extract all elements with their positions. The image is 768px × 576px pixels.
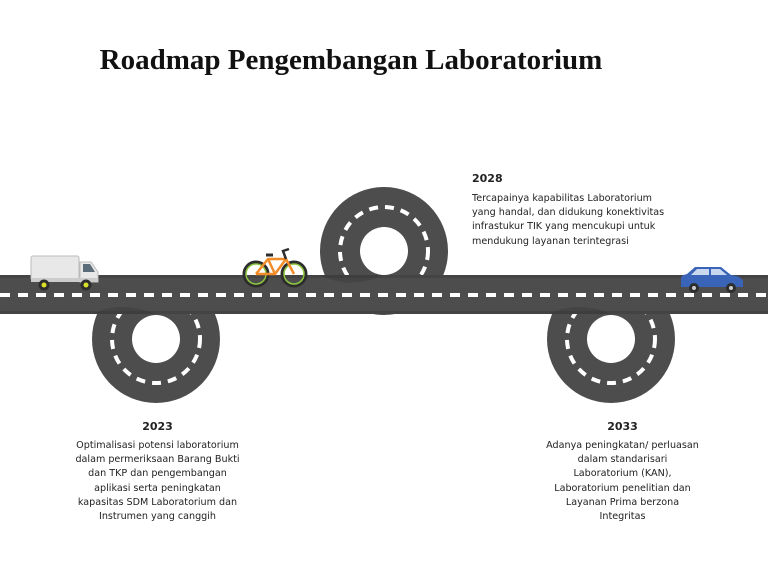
milestone-2028: 2028 Tercapainya kapabilitas Laboratoriu… (472, 172, 672, 249)
road-merge-shadows (92, 275, 611, 314)
milestone-description: Optimalisasi potensi laboratorium dalam … (75, 440, 240, 523)
milestone-year: 2023 (142, 420, 173, 433)
truck-icon (30, 255, 99, 291)
bicycle-icon (242, 247, 308, 288)
milestone-2033: 2033 Adanya peningkatan/ perluasan dalam… (545, 420, 700, 524)
road-main (0, 275, 768, 314)
milestone-description: Adanya peningkatan/ perluasan dalam stan… (546, 440, 699, 523)
milestone-year: 2033 (607, 420, 638, 433)
page-title: Roadmap Pengembangan Laboratorium (99, 44, 603, 76)
car-icon (681, 267, 743, 293)
milestone-description: Tercapainya kapabilitas Laboratorium yan… (472, 193, 665, 247)
milestone-2023: 2023 Optimalisasi potensi laboratorium d… (75, 420, 240, 524)
milestone-year: 2028 (472, 172, 503, 185)
